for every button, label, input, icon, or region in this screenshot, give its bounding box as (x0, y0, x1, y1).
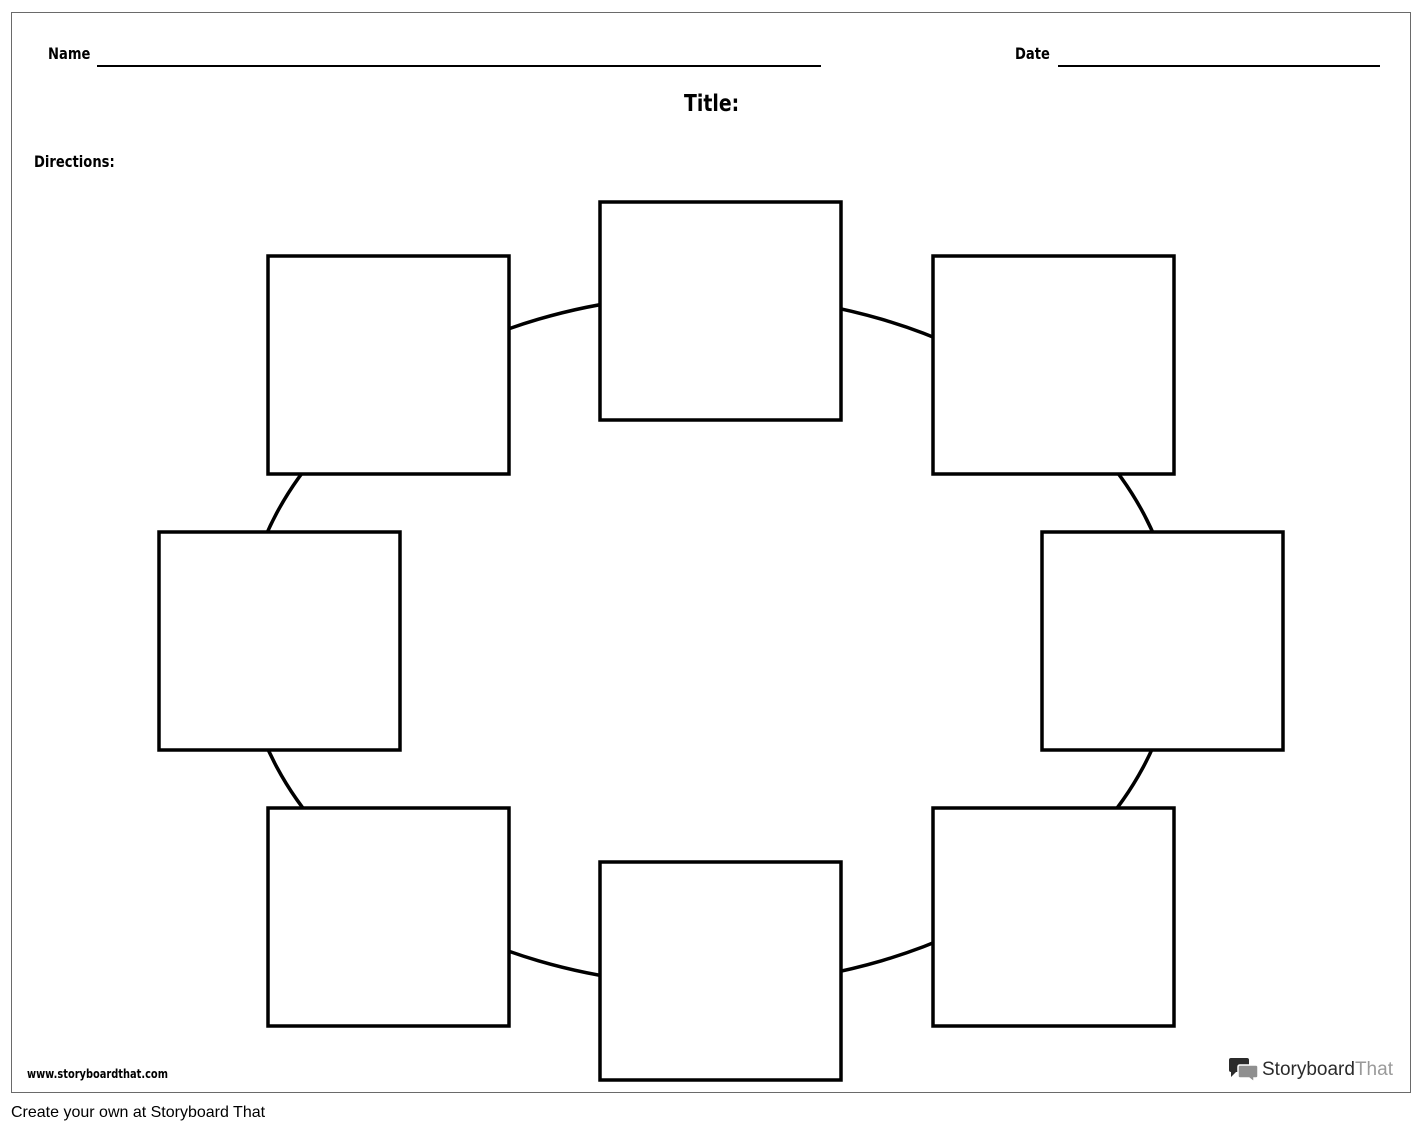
title-label: Title: (12, 91, 1412, 117)
date-line[interactable] (1058, 65, 1380, 67)
worksheet-sheet: Name Date Title: Directions: www.storybo… (11, 12, 1411, 1093)
footer-url[interactable]: www.storyboardthat.com (27, 1067, 168, 1081)
cycle-box-bottom-left[interactable] (266, 806, 511, 1028)
brand-that-text: That (1354, 1059, 1393, 1080)
directions-label: Directions: (34, 152, 115, 171)
cycle-box-bottom[interactable] (598, 860, 843, 1082)
date-label: Date (1015, 44, 1050, 63)
cycle-box-left[interactable] (157, 530, 402, 752)
title-label-text: Title: (684, 91, 740, 117)
cycle-box-right[interactable] (1040, 530, 1285, 752)
cycle-diagram (157, 200, 1285, 1082)
storyboardthat-logo[interactable]: StoryboardThat (1228, 1056, 1393, 1084)
speech-bubbles-icon (1229, 1058, 1259, 1084)
name-line[interactable] (97, 65, 821, 67)
cycle-box-top-left[interactable] (266, 254, 511, 476)
cycle-box-top[interactable] (598, 200, 843, 422)
brand-wordmark: StoryboardThat (1262, 1059, 1393, 1081)
create-caption[interactable]: Create your own at Storyboard That (11, 1104, 266, 1121)
cycle-box-bottom-right[interactable] (931, 806, 1176, 1028)
name-label: Name (48, 44, 91, 63)
cycle-box-top-right[interactable] (931, 254, 1176, 476)
brand-story-text: Storyboard (1262, 1059, 1355, 1080)
